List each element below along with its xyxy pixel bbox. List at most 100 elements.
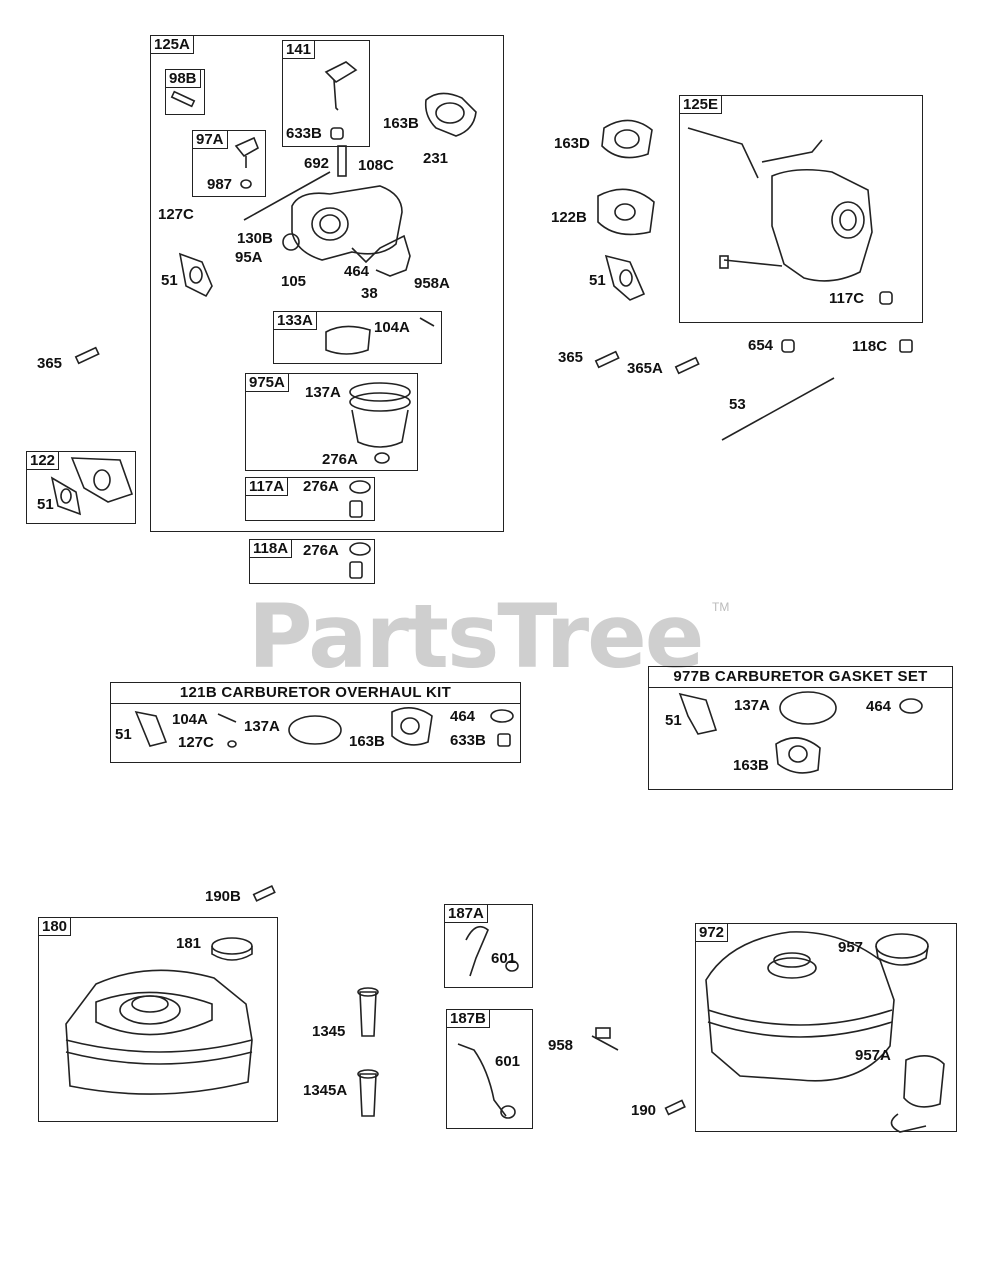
part-label-51-a: 51 <box>161 272 178 289</box>
part-label-122B: 122B <box>551 209 587 226</box>
gasket-set-box: 977B CARBURETOR GASKET SET <box>648 666 953 790</box>
part-label-108C: 108C <box>358 157 394 174</box>
part-label-137A: 137A <box>305 384 341 401</box>
part-label-1345: 1345 <box>312 1023 346 1040</box>
part-label-958: 958 <box>548 1037 574 1054</box>
spacer-122-drawing <box>50 457 134 516</box>
part-label-692: 692 <box>304 155 330 172</box>
part-label-633B: 633B <box>286 125 322 142</box>
group-118A-box: 118A <box>249 539 375 584</box>
part-label-276A-117A: 276A <box>303 478 339 495</box>
screw-365-right-drawing <box>594 350 620 369</box>
part-label-601-a: 601 <box>491 950 517 967</box>
group-97A-box: 97A <box>192 130 266 197</box>
gasket-163D-drawing <box>601 119 653 159</box>
part-label-231: 231 <box>423 150 449 167</box>
plug-118C-drawing <box>899 339 913 353</box>
group-972-box: 972 <box>695 923 957 1132</box>
part-label-957: 957 <box>838 939 864 956</box>
part-label-53: 53 <box>729 396 746 413</box>
kit-label-633B: 633B <box>450 732 486 749</box>
group-180-tag: 180 <box>38 917 72 936</box>
screw-98B-drawing <box>170 90 196 108</box>
group-187B-tag: 187B <box>446 1009 490 1028</box>
part-label-163B: 163B <box>383 115 419 132</box>
seal-117A-drawing <box>349 480 371 494</box>
kit-label-137A: 137A <box>244 718 280 735</box>
group-187B-box: 187B <box>446 1009 533 1129</box>
cap-957A-drawing <box>890 1055 945 1133</box>
overhaul-kit-title: 121B CARBURETOR OVERHAUL KIT <box>111 683 520 704</box>
gasket-set-title: 977B CARBURETOR GASKET SET <box>649 667 952 688</box>
fuel-tank-972-drawing <box>705 931 895 1082</box>
set-label-51: 51 <box>665 712 682 729</box>
part-label-104A: 104A <box>374 319 410 336</box>
cap-181-drawing <box>211 937 253 961</box>
part-label-118C: 118C <box>852 338 888 355</box>
part-label-127C: 127C <box>158 206 194 223</box>
kit-label-163B: 163B <box>349 733 385 750</box>
part-label-1345A: 1345A <box>303 1082 348 1099</box>
plug-118A-drawing <box>349 561 363 579</box>
part-label-51-c: 51 <box>589 272 606 289</box>
filter-1345A-drawing <box>357 1069 379 1117</box>
stud-53-drawing <box>721 377 835 441</box>
group-98B-box: 98B <box>165 69 205 115</box>
hose-187A-drawing <box>465 925 519 977</box>
fuel-tank-180-drawing <box>65 969 253 1095</box>
cap-957-drawing <box>875 933 929 966</box>
screw-190-drawing <box>664 1099 686 1116</box>
group-972-tag: 972 <box>695 923 729 942</box>
part-label-190B: 190B <box>205 888 241 905</box>
carburetor-125A-drawing <box>243 145 411 277</box>
kit-label-464: 464 <box>450 708 476 725</box>
part-label-95A: 95A <box>235 249 263 266</box>
gasket-163B-drawing <box>424 92 477 137</box>
nut-654-drawing <box>781 339 795 353</box>
kit-label-104A: 104A <box>172 711 208 728</box>
group-187A-box: 187A <box>444 904 533 988</box>
group-141-tag: 141 <box>282 40 316 59</box>
screw-190B-drawing <box>252 884 276 902</box>
part-label-276A-118A: 276A <box>303 542 339 559</box>
part-label-117C: 117C <box>829 290 865 307</box>
choke-lever-drawing <box>324 61 358 140</box>
group-975A-tag: 975A <box>245 373 289 392</box>
group-118A-tag: 118A <box>249 539 293 558</box>
group-122-box: 122 <box>26 451 136 524</box>
kit-label-51: 51 <box>115 726 132 743</box>
part-label-464: 464 <box>344 263 370 280</box>
part-label-181: 181 <box>176 935 202 952</box>
spacer-122B-drawing <box>597 188 655 236</box>
part-label-276A: 276A <box>322 451 358 468</box>
part-label-365A: 365A <box>627 360 663 377</box>
group-98B-tag: 98B <box>165 69 201 88</box>
part-label-51-b: 51 <box>37 496 54 513</box>
part-label-105: 105 <box>281 273 307 290</box>
trademark-mark: TM <box>712 600 730 614</box>
part-label-365-b: 365 <box>558 349 584 366</box>
filter-1345-drawing <box>357 987 379 1037</box>
group-975A-box: 975A <box>245 373 418 471</box>
part-label-365: 365 <box>37 355 63 372</box>
group-141-box: 141 <box>282 40 370 147</box>
group-117A-box: 117A <box>245 477 375 521</box>
group-117A-tag: 117A <box>245 477 289 496</box>
set-label-464: 464 <box>866 698 892 715</box>
group-180-box: 180 <box>38 917 278 1122</box>
seal-118A-drawing <box>349 542 371 556</box>
float-133A-drawing <box>325 317 435 355</box>
gasket-set-drawings <box>678 691 923 774</box>
plug-117A-drawing <box>349 500 363 518</box>
bowl-975A-drawing <box>349 382 411 464</box>
part-label-38: 38 <box>361 285 378 302</box>
group-133A-box: 133A <box>273 311 442 364</box>
part-label-130B: 130B <box>237 230 273 247</box>
group-125A-tag: 125A <box>150 35 194 54</box>
screw-365A-drawing <box>674 356 700 375</box>
gasket-51-drawing <box>178 252 213 298</box>
group-125E-box: 125E <box>679 95 923 323</box>
valve-958-drawing <box>591 1027 619 1051</box>
group-125A-box: 125A <box>150 35 504 532</box>
